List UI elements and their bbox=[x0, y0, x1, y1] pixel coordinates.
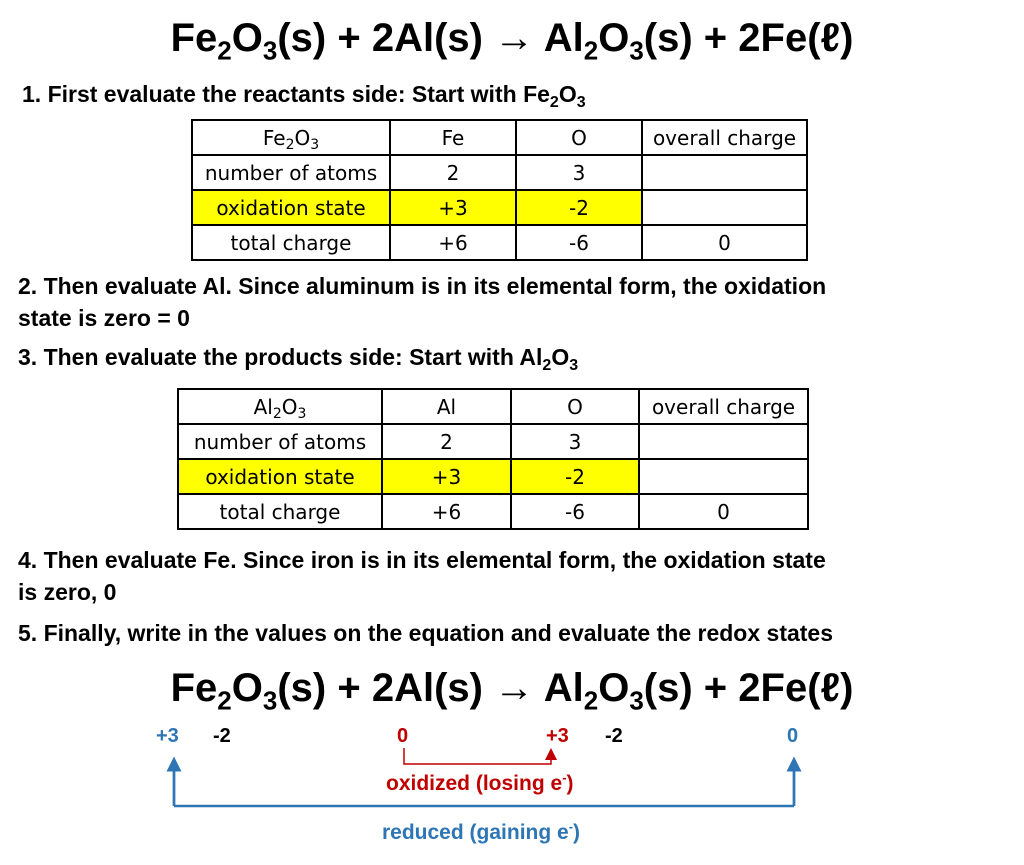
fe-reactant-oxidation-number: +3 bbox=[156, 725, 179, 747]
step-1: 1. First evaluate the reactants side: St… bbox=[22, 81, 586, 111]
cell bbox=[638, 458, 809, 495]
table-row: total charge +6 -6 0 bbox=[177, 493, 809, 530]
row-label: total charge bbox=[177, 493, 383, 530]
step-4-line-2: is zero, 0 bbox=[18, 579, 117, 605]
element-header: Fe bbox=[389, 119, 517, 156]
step-4: 4. Then evaluate Fe. Since iron is in it… bbox=[18, 544, 826, 608]
fe-product-oxidation-number: 0 bbox=[787, 725, 799, 747]
oxidized-label: oxidized (losing e-) bbox=[386, 770, 574, 795]
table-row: number of atoms 2 3 bbox=[191, 154, 808, 191]
cell: -6 bbox=[515, 224, 643, 261]
reduced-label: reduced (gaining e-) bbox=[382, 819, 581, 844]
o-reactant-oxidation-number: -2 bbox=[213, 725, 231, 747]
al-reactant-oxidation-number: 0 bbox=[397, 725, 409, 747]
table-row: oxidation state +3 -2 bbox=[177, 458, 809, 495]
cell: +3 bbox=[381, 458, 512, 495]
cell: -2 bbox=[515, 189, 643, 226]
cell: 3 bbox=[510, 423, 640, 460]
table-row: number of atoms 2 3 bbox=[177, 423, 809, 460]
cell bbox=[641, 154, 808, 191]
cell bbox=[641, 189, 808, 226]
al-product-oxidation-number: +3 bbox=[546, 725, 569, 747]
table-row: oxidation state +3 -2 bbox=[191, 189, 808, 226]
al2o3-formula: Al2O3(s) bbox=[543, 16, 693, 66]
al2o3-table: Al2O3 Al O overall charge number of atom… bbox=[177, 388, 809, 530]
element-header: Al bbox=[381, 388, 512, 425]
top-equation: Fe2O3(s) + 2Al(s) → Al2O3(s) + 2Fe(ℓ) bbox=[170, 16, 854, 66]
step-2: 2. Then evaluate Al. Since aluminum is i… bbox=[18, 270, 826, 334]
step-3: 3. Then evaluate the products side: Star… bbox=[18, 344, 579, 374]
element-header: O bbox=[515, 119, 643, 156]
step-4-line-1: 4. Then evaluate Fe. Since iron is in it… bbox=[18, 547, 826, 573]
fe2o3-formula: Fe2O3(s) bbox=[170, 666, 327, 716]
cell: -6 bbox=[510, 493, 640, 530]
cell: +6 bbox=[381, 493, 512, 530]
cell: 0 bbox=[638, 493, 809, 530]
formula-header: Al2O3 bbox=[177, 388, 383, 425]
step-2-line-2: state is zero = 0 bbox=[18, 305, 190, 331]
cell: 3 bbox=[515, 154, 643, 191]
o-product-oxidation-number: -2 bbox=[605, 725, 623, 747]
row-label: total charge bbox=[191, 224, 391, 261]
row-label: oxidation state bbox=[191, 189, 391, 226]
bottom-equation: Fe2O3(s) + 2Al(s) → Al2O3(s) + 2Fe(ℓ) bbox=[170, 666, 854, 716]
reaction-arrow: → bbox=[482, 666, 544, 710]
cell: +3 bbox=[389, 189, 517, 226]
row-label: number of atoms bbox=[191, 154, 391, 191]
table-row: total charge +6 -6 0 bbox=[191, 224, 808, 261]
row-label: oxidation state bbox=[177, 458, 383, 495]
cell: +6 bbox=[389, 224, 517, 261]
cell: 2 bbox=[381, 423, 512, 460]
element-header: O bbox=[510, 388, 640, 425]
reaction-arrow: → bbox=[482, 16, 544, 60]
table-header-row: Fe2O3 Fe O overall charge bbox=[191, 119, 808, 156]
overall-charge-header: overall charge bbox=[641, 119, 808, 156]
step-5: 5. Finally, write in the values on the e… bbox=[18, 620, 834, 646]
al-reactant: 2Al(s) bbox=[371, 16, 483, 60]
overall-charge-header: overall charge bbox=[638, 388, 809, 425]
cell: 0 bbox=[641, 224, 808, 261]
cell: 2 bbox=[389, 154, 517, 191]
step-2-line-1: 2. Then evaluate Al. Since aluminum is i… bbox=[18, 273, 827, 299]
row-label: number of atoms bbox=[177, 423, 383, 460]
formula-header: Fe2O3 bbox=[191, 119, 391, 156]
fe-product: 2Fe(ℓ) bbox=[738, 666, 854, 710]
fe-product: 2Fe(ℓ) bbox=[738, 16, 854, 60]
cell: -2 bbox=[510, 458, 640, 495]
al2o3-formula: Al2O3(s) bbox=[543, 666, 693, 716]
table-header-row: Al2O3 Al O overall charge bbox=[177, 388, 809, 425]
oxidation-arrow bbox=[403, 748, 557, 765]
cell bbox=[638, 423, 809, 460]
fe2o3-table: Fe2O3 Fe O overall charge number of atom… bbox=[191, 119, 808, 261]
fe2o3-formula: Fe2O3(s) bbox=[170, 16, 327, 66]
al-reactant: 2Al(s) bbox=[371, 666, 483, 710]
